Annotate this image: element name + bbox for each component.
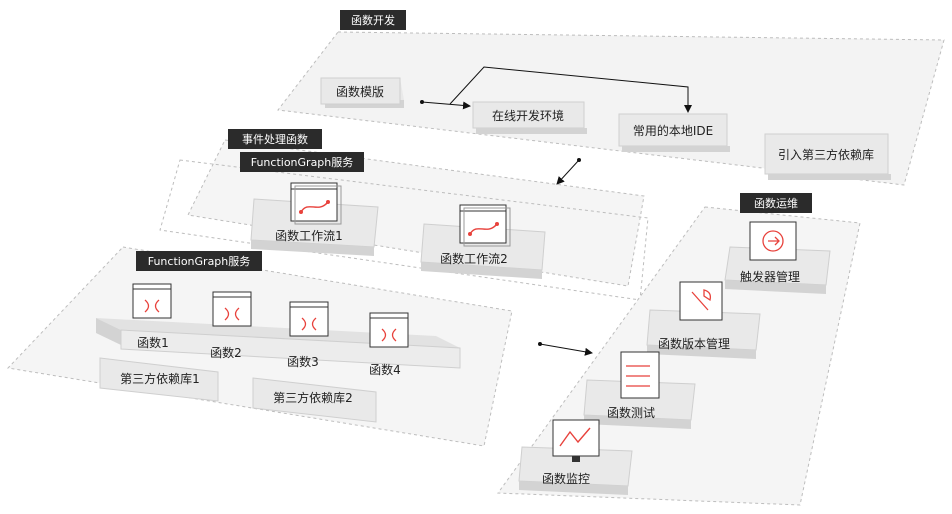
flow-lines [420,66,692,356]
tag-event: 事件处理函数 [228,129,322,149]
function-label-3: 函数3 [287,354,319,369]
functions-slab [96,318,461,369]
lib-label-2: 第三方依赖库2 [273,390,353,405]
ops-monitor-label: 函数监控 [542,471,590,486]
tag-fg-top: FunctionGraph服务 [240,152,364,172]
ops-block-trigger: 触发器管理 [724,221,831,294]
dev-block-local-ide: 常用的本地IDE [618,113,730,152]
dev-third-party-label: 引入第三方依赖库 [778,147,874,162]
ops-version-label: 函数版本管理 [658,336,730,351]
dev-block-online-env: 在线开发环境 [472,101,587,134]
tag-fg-bottom: FunctionGraph服务 [136,251,262,271]
tag-ops-text: 函数运维 [754,197,798,210]
workflow-block-2: 函数工作流2 [420,204,546,279]
ops-test-label: 函数测试 [607,405,655,420]
ops-block-test: 函数测试 [583,351,696,429]
tag-dev-text: 函数开发 [351,13,395,27]
ops-block-monitor: 函数监控 [518,419,633,495]
function-label-2: 函数2 [210,345,242,360]
workflow-label-2: 函数工作流2 [440,251,508,266]
dev-template-label: 函数模版 [336,84,384,99]
lib-label-1: 第三方依赖库1 [120,371,200,386]
tag-event-text: 事件处理函数 [242,133,308,146]
lib-block-1: 第三方依赖库1 [99,357,219,402]
function-label-4: 函数4 [369,362,401,377]
tag-fg-bottom-text: FunctionGraph服务 [148,255,251,268]
dev-online-env-label: 在线开发环境 [492,108,564,123]
workflow-label-1: 函数工作流1 [275,228,343,243]
function-icon-2 [212,291,252,327]
function-icon-3 [289,301,329,337]
dev-block-template: 函数模版 [320,77,404,108]
lib-block-2: 第三方依赖库2 [252,377,377,423]
ops-trigger-label: 触发器管理 [740,269,800,284]
dev-local-ide-label: 常用的本地IDE [633,123,713,138]
tag-ops: 函数运维 [740,193,812,213]
workflow-block-1: 函数工作流1 [250,182,379,256]
tag-dev: 函数开发 [340,10,406,30]
function-icon-4 [369,312,409,348]
function-label-1: 函数1 [137,335,169,350]
dev-block-third-party: 引入第三方依赖库 [764,133,891,180]
ops-block-version: 函数版本管理 [646,281,761,359]
function-icon-1 [132,283,172,319]
tag-fg-top-text: FunctionGraph服务 [251,156,354,169]
